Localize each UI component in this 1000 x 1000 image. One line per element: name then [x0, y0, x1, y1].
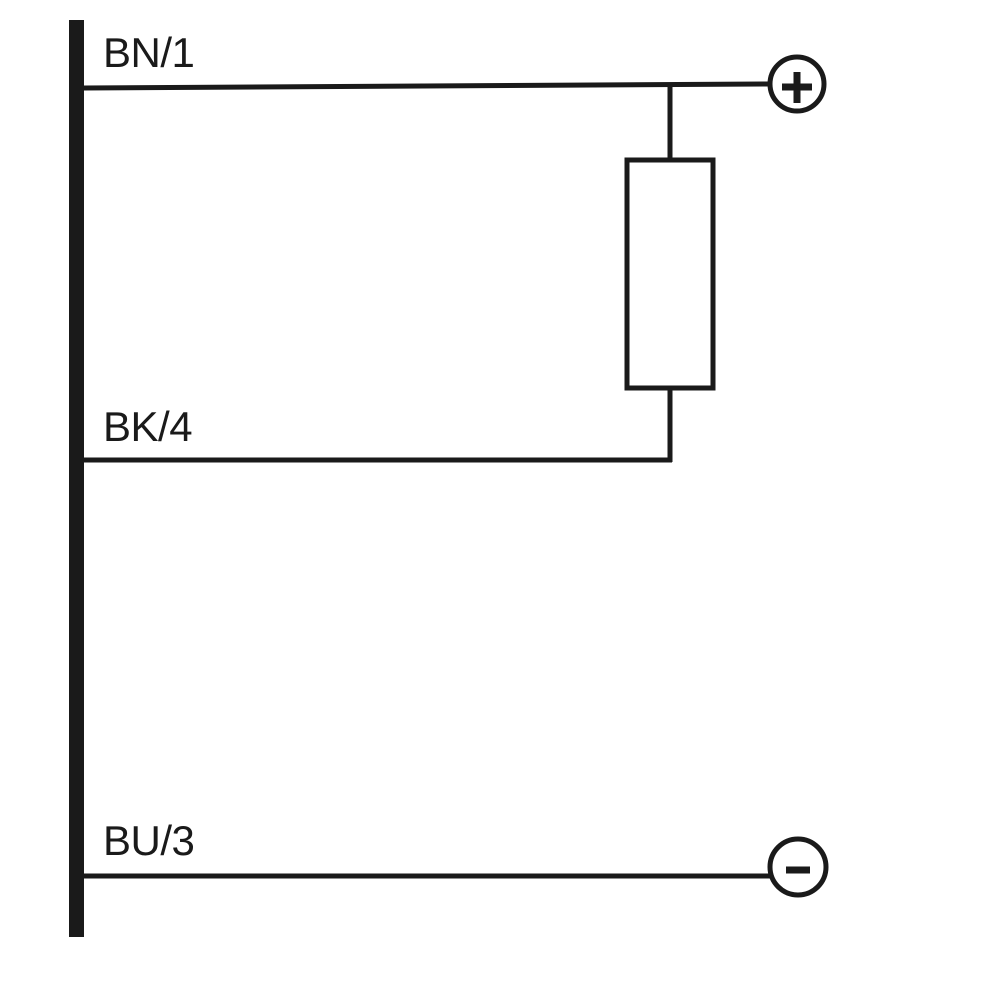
positive-terminal — [767, 54, 827, 114]
wire-label-bn: BN/1 — [103, 29, 195, 76]
wire-label-bk: BK/4 — [103, 403, 193, 450]
load-resistor — [624, 157, 716, 391]
negative-terminal — [767, 836, 829, 898]
plus-icon — [782, 72, 812, 103]
wire-bn — [83, 81, 771, 91]
wire-label-bu: BU/3 — [103, 817, 195, 864]
connector-bar — [69, 20, 84, 937]
